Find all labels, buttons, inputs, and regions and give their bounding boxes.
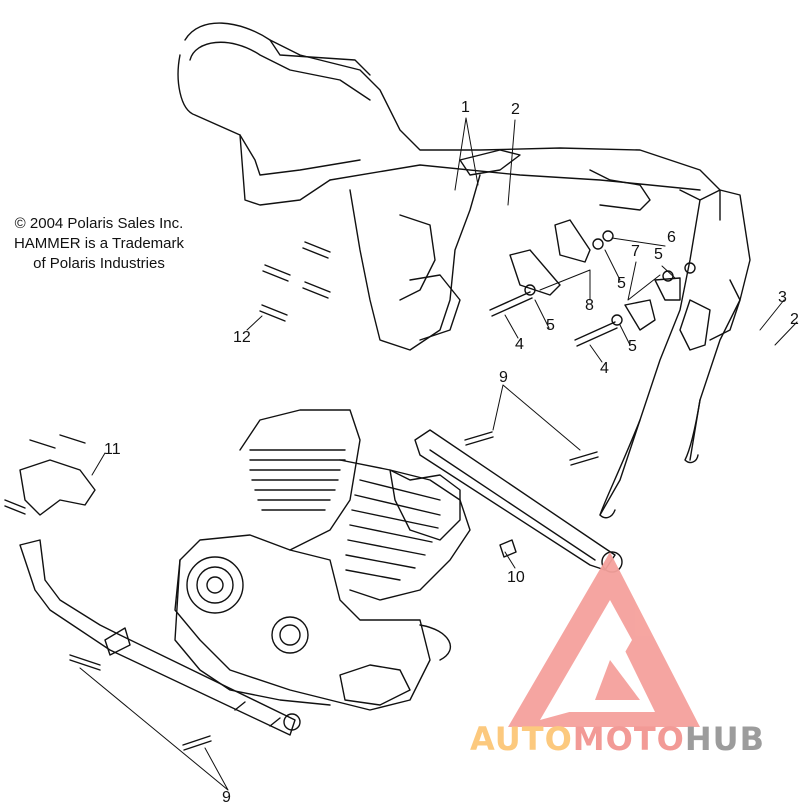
- bolts-9: [69, 431, 599, 751]
- callout-1: 1: [461, 99, 470, 116]
- bolts-12: [259, 241, 331, 322]
- leader-lines: [79, 117, 798, 791]
- callout-2: 2: [790, 311, 799, 328]
- bracket-8: [509, 219, 591, 296]
- callout-5: 5: [546, 317, 555, 334]
- bracket-7: [624, 277, 681, 331]
- callout-4: 4: [515, 336, 524, 353]
- copyright-line: © 2004 Polaris Sales Inc.: [14, 215, 184, 232]
- callout-5: 5: [628, 338, 637, 355]
- watermark-hub: HUB: [684, 720, 766, 758]
- watermark-logo: [508, 552, 700, 727]
- lower-mount-arm: [19, 539, 301, 736]
- callout-8: 8: [585, 297, 594, 314]
- callout-3: 3: [778, 289, 787, 306]
- callout-5: 5: [654, 246, 663, 263]
- callout-6: 6: [667, 229, 676, 246]
- callout-7: 7: [631, 243, 640, 260]
- callout-10: 10: [507, 569, 525, 586]
- bushing-10: [499, 539, 517, 558]
- copyright-line: of Polaris Industries: [33, 255, 165, 272]
- bracket-11: [4, 434, 96, 516]
- callout-9: 9: [222, 789, 231, 806]
- front-mount-arm: [414, 429, 623, 573]
- watermark-text: AUTOMOTOHUB: [470, 720, 765, 758]
- bolts-4: [489, 291, 618, 347]
- watermark-moto: MOTO: [572, 720, 685, 758]
- callout-4: 4: [600, 360, 609, 377]
- engine: [174, 409, 471, 711]
- copyright-line: HAMMER is a Trademark: [13, 235, 185, 252]
- frame-assembly: [177, 22, 751, 519]
- callout-5: 5: [617, 275, 626, 292]
- copyright-notice: © 2004 Polaris Sales Inc. HAMMER is a Tr…: [0, 214, 198, 274]
- callout-12: 12: [233, 329, 251, 346]
- callout-11: 11: [104, 441, 121, 458]
- callout-2: 2: [511, 101, 520, 118]
- watermark-auto: AUTO: [470, 720, 573, 758]
- callout-9: 9: [499, 369, 508, 386]
